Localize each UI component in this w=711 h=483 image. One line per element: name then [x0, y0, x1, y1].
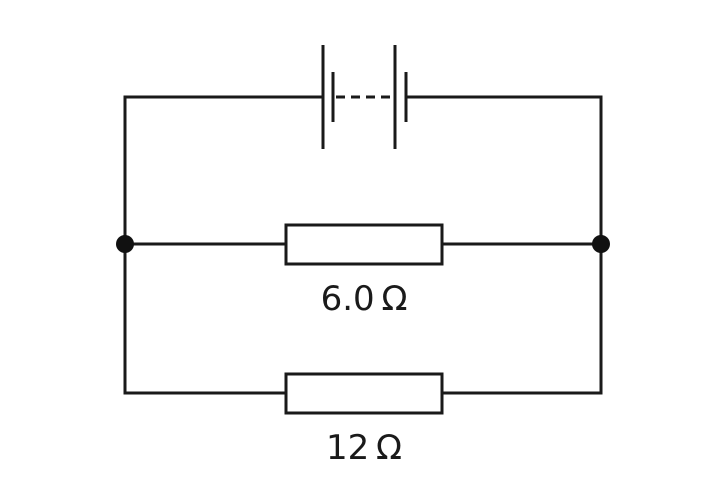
- middle-branch: 6.0 Ω: [123, 223, 603, 319]
- resistor-12-ohm: [284, 372, 444, 415]
- battery-symbol: [321, 45, 408, 149]
- battery-branch: [123, 45, 603, 149]
- junction-right: [592, 235, 610, 253]
- resistor-12-ohm-label: 12 Ω: [326, 428, 402, 468]
- resistor-6-ohm: [284, 223, 444, 266]
- junction-left: [116, 235, 134, 253]
- bottom-branch: 12 Ω: [123, 372, 603, 468]
- resistor-6-ohm-label: 6.0 Ω: [321, 279, 408, 319]
